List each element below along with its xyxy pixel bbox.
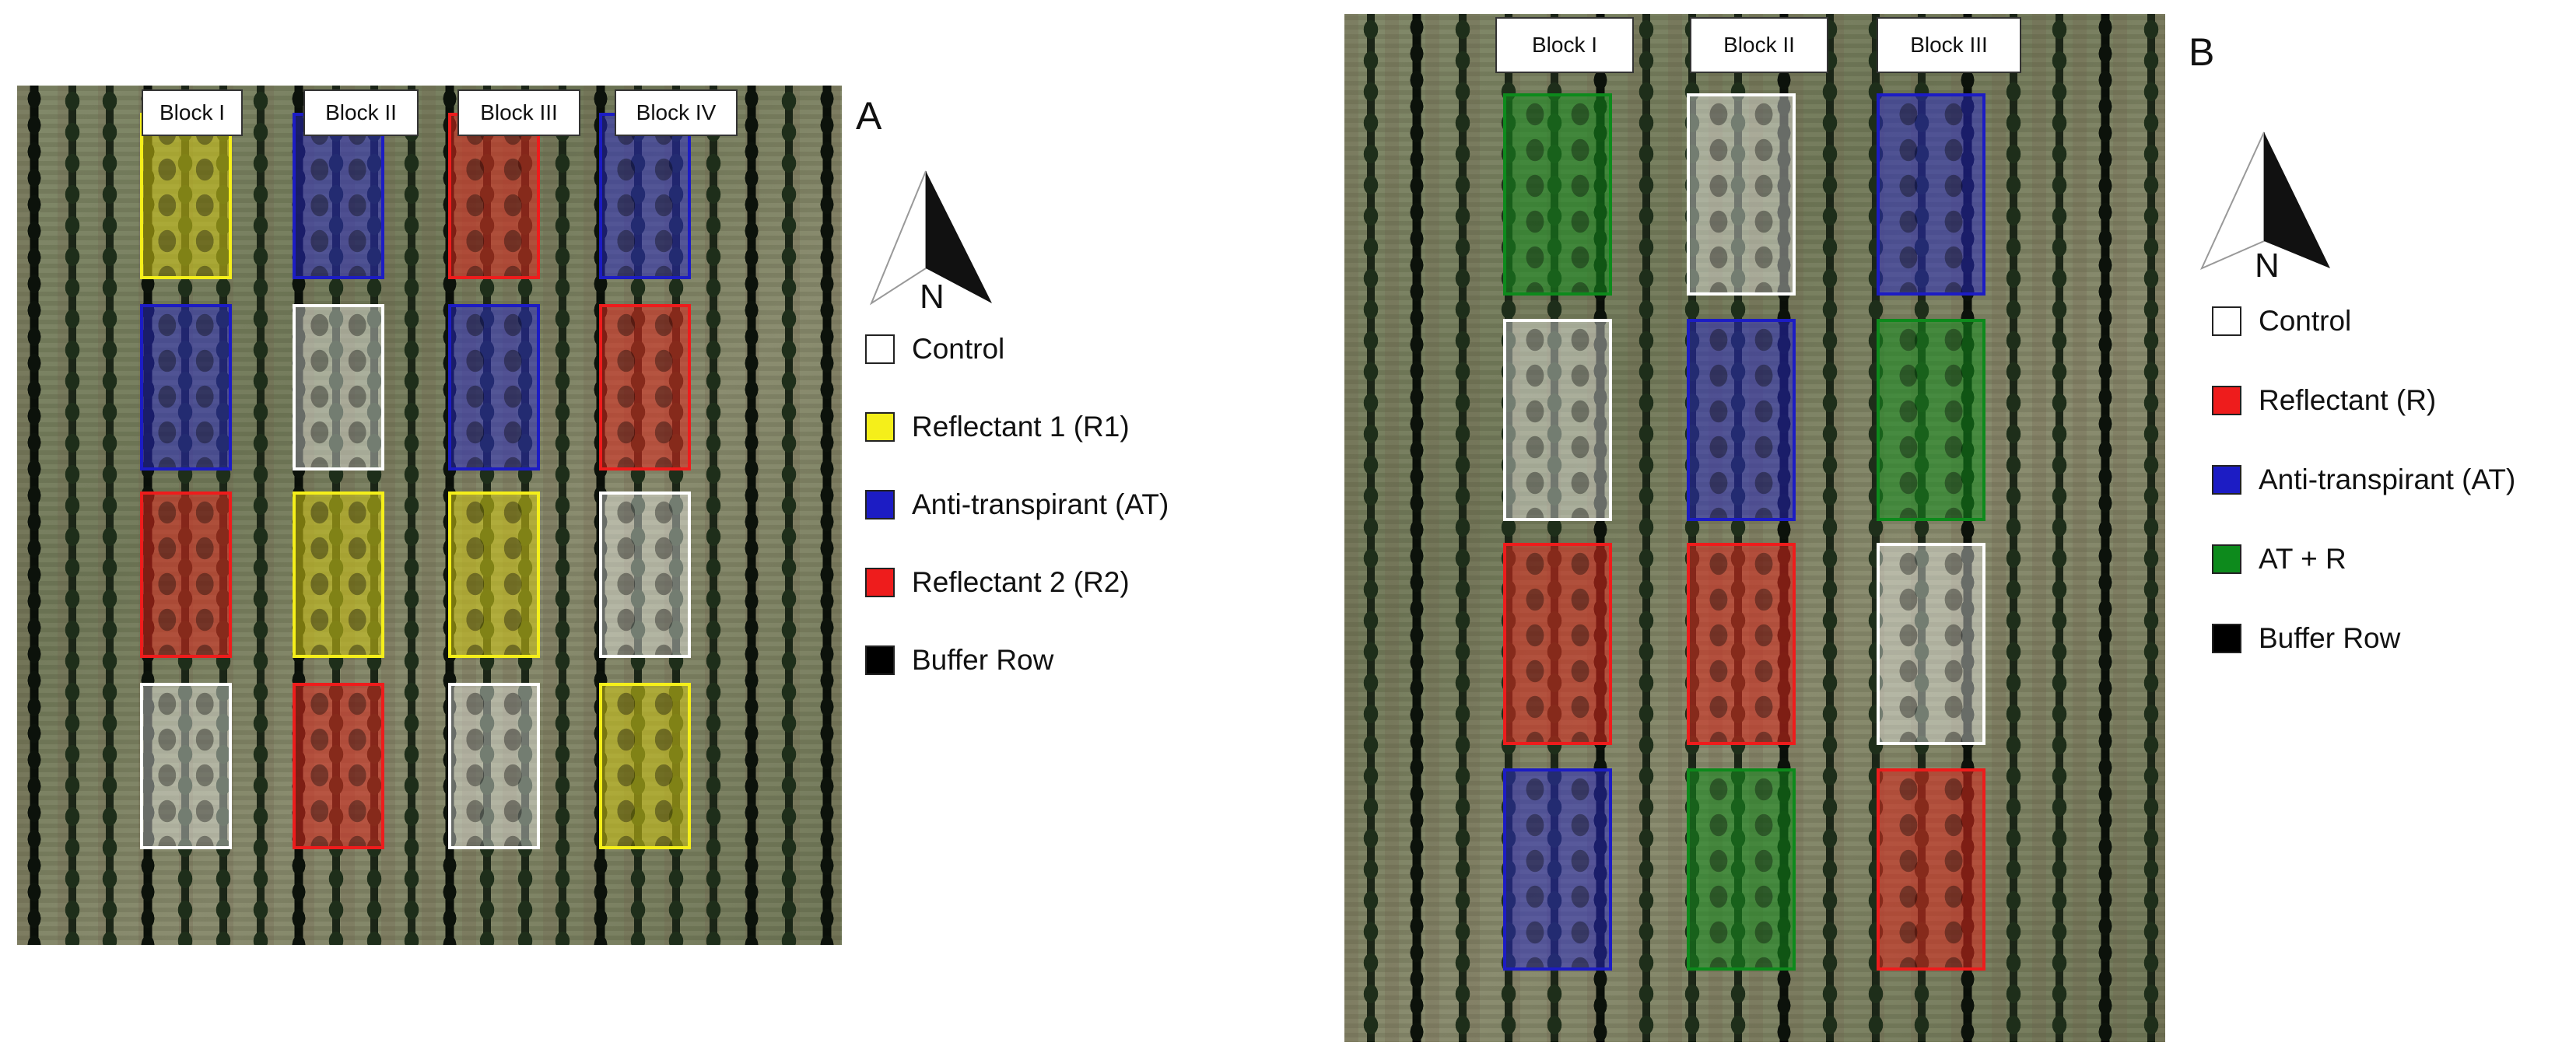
- panel-b-tree-row: [1362, 14, 1380, 1042]
- panel-b-legend-swatch-atr: [2212, 544, 2241, 574]
- panel-a-tree-row: [251, 86, 270, 945]
- panel-a-block-1-label: Block I: [142, 89, 243, 136]
- panel-b-tree-row: [1453, 14, 1472, 1042]
- panel-a-plot-at: [293, 113, 384, 279]
- panel-b-legend-swatch-at: [2212, 465, 2241, 495]
- panel-a-block-3-label: Block III: [457, 89, 580, 136]
- panel-a-tree-row: [817, 86, 836, 945]
- panel-a-plot-r2: [293, 683, 384, 849]
- panel-b-block-1-label: Block I: [1495, 17, 1634, 73]
- north-arrow-icon: N: [869, 170, 992, 311]
- panel-a-legend-item-r1: Reflectant 1 (R1): [865, 411, 1130, 443]
- panel-a-plot-r1: [448, 492, 540, 658]
- panel-b-legend-label-atr: AT + R: [2259, 543, 2346, 575]
- panel-b-plot-at: [1503, 768, 1612, 971]
- panel-a-legend-item-r2: Reflectant 2 (R2): [865, 566, 1130, 599]
- panel-a: Block I Block II Block III Block IV A N …: [0, 0, 1276, 1060]
- panel-b-plot-at: [1877, 93, 1985, 296]
- panel-b-legend-item-r: Reflectant (R): [2212, 384, 2436, 417]
- panel-b-plot-control: [1503, 319, 1612, 521]
- panel-b-legend-swatch-buffer: [2212, 624, 2241, 653]
- panel-b-plot-at: [1687, 319, 1796, 521]
- panel-a-tree-row: [553, 86, 572, 945]
- panel-a-plot-r2: [448, 113, 540, 279]
- panel-a-tree-row: [100, 86, 119, 945]
- panel-a-legend-label-at: Anti-transpirant (AT): [912, 488, 1169, 520]
- panel-a-plot-r1: [599, 683, 691, 849]
- panel-a-plot-control: [293, 304, 384, 471]
- panel-b-legend-label-control: Control: [2259, 305, 2352, 337]
- panel-a-tree-row: [704, 86, 723, 945]
- panel-a-compass-label: N: [920, 278, 945, 311]
- panel-a-legend-swatch-at: [865, 490, 895, 520]
- panel-b-tree-row: [2004, 14, 2023, 1042]
- panel-b-plot-r: [1503, 543, 1612, 745]
- panel-b-tree-row: [2142, 14, 2161, 1042]
- panel-a-plot-r2: [140, 492, 232, 658]
- panel-a-legend-item-buffer: Buffer Row: [865, 644, 1053, 677]
- panel-b-legend-label-buffer: Buffer Row: [2259, 622, 2401, 654]
- panel-a-tree-row: [25, 86, 44, 945]
- panel-b-tree-row: [2050, 14, 2069, 1042]
- north-arrow-icon: N: [2200, 131, 2330, 280]
- panel-b-legend-swatch-r: [2212, 386, 2241, 415]
- panel-a-plot-at: [448, 304, 540, 471]
- panel-a-plot-at: [599, 113, 691, 279]
- panel-b-letter: B: [2189, 30, 2215, 74]
- panel-b-aerial-map: [1344, 14, 2165, 1042]
- panel-a-plot-control: [599, 492, 691, 658]
- panel-b-plot-control: [1687, 93, 1796, 296]
- panel-a-plot-r1: [140, 113, 232, 279]
- panel-a-tree-row: [780, 86, 798, 945]
- panel-a-legend-swatch-r1: [865, 412, 895, 442]
- panel-b-block-2-label: Block II: [1690, 17, 1828, 73]
- panel-a-legend-label-r2: Reflectant 2 (R2): [912, 566, 1130, 598]
- panel-a-legend-item-control: Control: [865, 333, 1004, 366]
- panel-b-legend-label-at: Anti-transpirant (AT): [2259, 464, 2516, 495]
- panel-b-plot-control: [1877, 543, 1985, 745]
- panel-b-plot-atr: [1877, 319, 1985, 521]
- panel-a-legend-swatch-buffer: [865, 645, 895, 675]
- panel-b-legend-item-at: Anti-transpirant (AT): [2212, 464, 2515, 496]
- panel-b-legend-swatch-control: [2212, 306, 2241, 336]
- panel-a-tree-row: [741, 86, 761, 945]
- panel-a-plot-r2: [599, 304, 691, 471]
- panel-b-tree-row: [1821, 14, 1839, 1042]
- panel-b-legend-item-control: Control: [2212, 305, 2351, 338]
- panel-b-tree-row: [1637, 14, 1656, 1042]
- panel-b-legend-item-buffer: Buffer Row: [2212, 622, 2400, 655]
- panel-a-tree-row: [62, 86, 82, 945]
- panel-b-legend-item-atr: AT + R: [2212, 543, 2346, 575]
- panel-a-plot-control: [448, 683, 540, 849]
- panel-b-block-3-label: Block III: [1877, 17, 2021, 73]
- panel-a-legend-label-control: Control: [912, 333, 1005, 365]
- panel-b-plot-r: [1877, 768, 1985, 971]
- panel-a-block-2-label: Block II: [303, 89, 419, 136]
- panel-a-legend-swatch-r2: [865, 568, 895, 597]
- panel-a-legend-label-buffer: Buffer Row: [912, 644, 1054, 676]
- panel-a-letter: A: [856, 94, 882, 138]
- panel-a-plot-at: [140, 304, 232, 471]
- panel-a-legend-swatch-control: [865, 334, 895, 364]
- panel-a-plot-r1: [293, 492, 384, 658]
- panel-b-tree-row: [2096, 14, 2115, 1042]
- panel-b-plot-r: [1687, 543, 1796, 745]
- panel-a-tree-row: [402, 86, 421, 945]
- panel-a-aerial-map: [17, 86, 842, 945]
- panel-b-plot-atr: [1503, 93, 1612, 296]
- panel-a-legend-item-at: Anti-transpirant (AT): [865, 488, 1169, 521]
- panel-a-block-4-label: Block IV: [615, 89, 738, 136]
- panel-a-legend-label-r1: Reflectant 1 (R1): [912, 411, 1130, 443]
- panel-b-plot-atr: [1687, 768, 1796, 971]
- panel-a-plot-control: [140, 683, 232, 849]
- panel-b-legend-label-r: Reflectant (R): [2259, 384, 2437, 416]
- panel-b-compass-label: N: [2255, 247, 2280, 280]
- panel-b-tree-row: [1407, 14, 1426, 1042]
